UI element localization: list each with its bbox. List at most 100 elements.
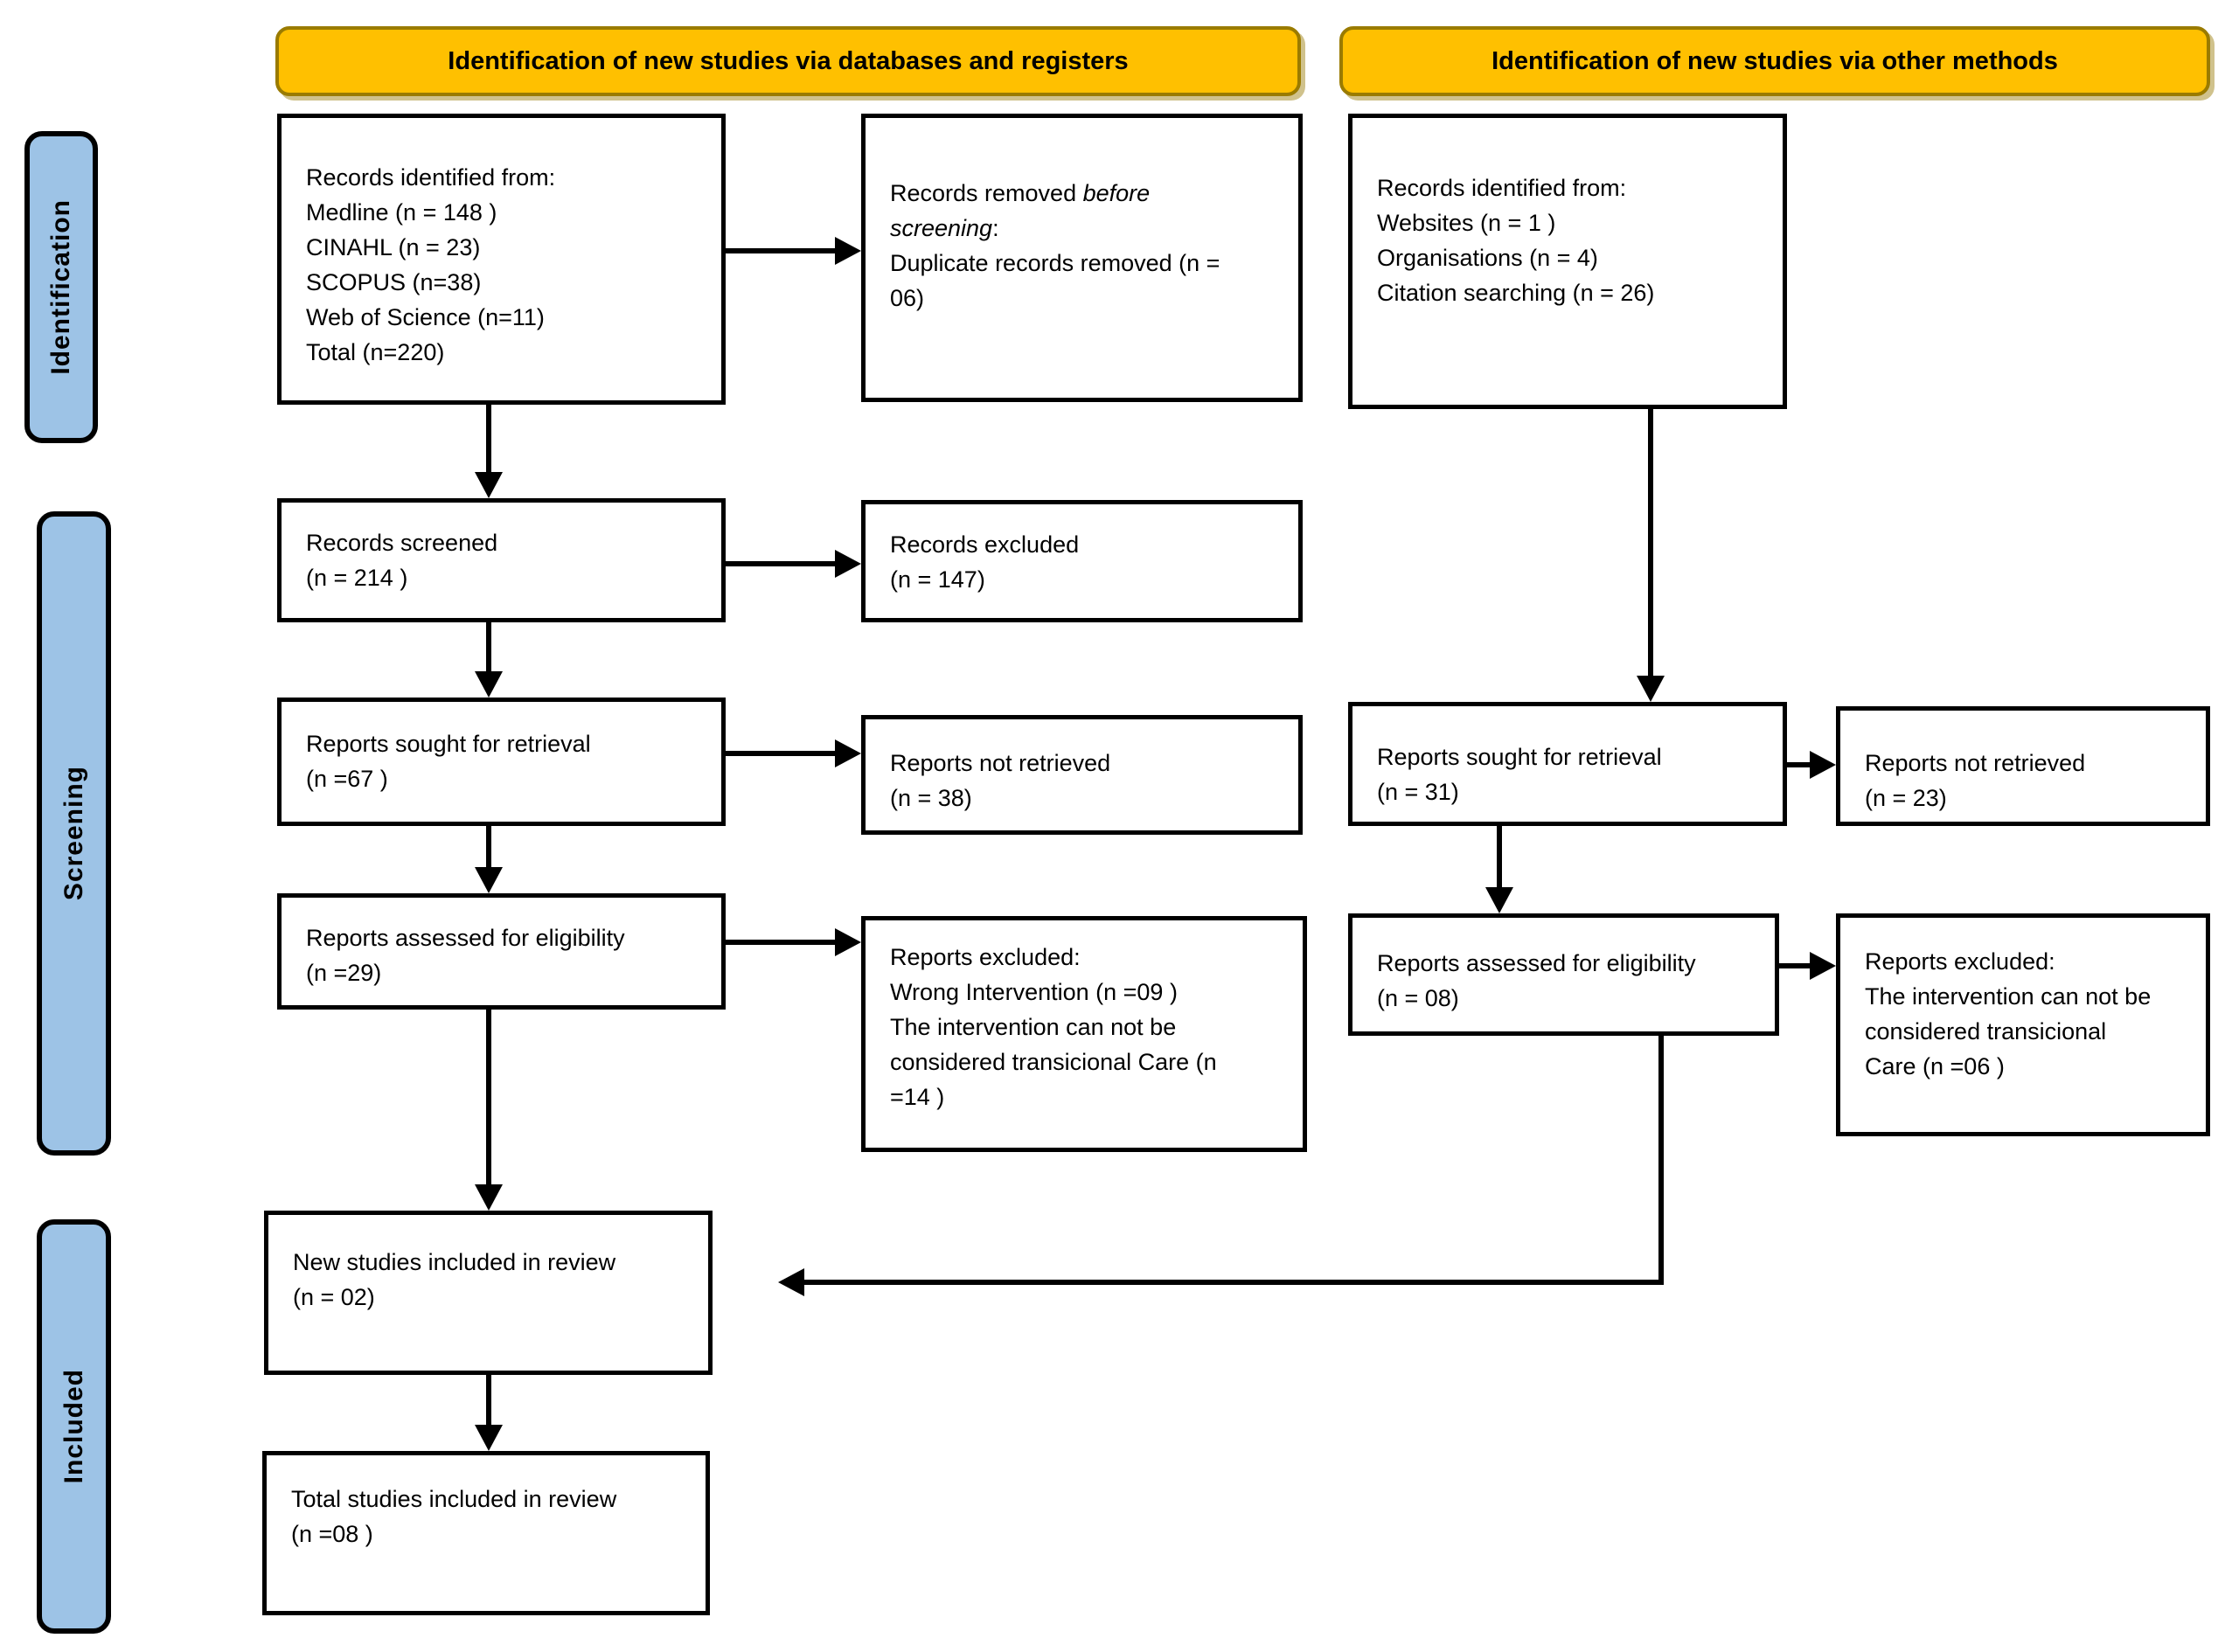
box-line: Duplicate records removed (n = — [890, 250, 1220, 276]
box-total-studies-included: Total studies included in review (n =08 … — [262, 1451, 710, 1615]
arrow-elbow-vertical — [1658, 1036, 1664, 1285]
arrowhead-down-icon — [475, 472, 503, 498]
box-line: considered transicional — [1865, 1018, 2107, 1045]
box-line: Web of Science (n=11) — [306, 304, 545, 330]
box-reports-not-retrieved-databases: Reports not retrieved (n = 38) — [861, 715, 1303, 835]
arrow-other-sought-to-assessed — [1497, 826, 1502, 892]
box-line: Total (n=220) — [306, 339, 445, 365]
arrow-sought-to-not-retrieved — [726, 751, 839, 756]
box-reports-sought-other: Reports sought for retrieval (n = 31) — [1348, 702, 1787, 826]
phase-identification: Identification — [24, 131, 98, 443]
box-line: Reports assessed for eligibility — [1377, 950, 1696, 976]
box-line: Organisations (n = 4) — [1377, 245, 1598, 271]
box-line: Reports excluded: — [890, 944, 1081, 970]
arrowhead-right-icon — [835, 928, 861, 956]
box-reports-excluded-other: Reports excluded: The intervention can n… — [1836, 913, 2210, 1136]
box-line: Reports sought for retrieval — [306, 731, 591, 757]
arrow-screened-to-sought — [486, 622, 491, 676]
box-line: (n = 147) — [890, 566, 985, 593]
box-line: New studies included in review — [293, 1249, 616, 1275]
box-reports-assessed-other: Reports assessed for eligibility (n = 08… — [1348, 913, 1779, 1036]
arrow-other-sought-to-not-retrieved — [1787, 762, 1814, 767]
arrowhead-left-icon — [778, 1268, 804, 1296]
box-new-studies-included: New studies included in review (n = 02) — [264, 1211, 713, 1375]
header-databases-registers-label: Identification of new studies via databa… — [448, 46, 1129, 75]
phase-included-label: Included — [59, 1369, 88, 1484]
box-line: Reports excluded: — [1865, 948, 2055, 975]
phase-included: Included — [37, 1219, 111, 1634]
box-line: Medline (n = 148 ) — [306, 199, 497, 226]
box-line-text: Records removed — [890, 180, 1083, 206]
box-records-screened: Records screened (n = 214 ) — [277, 498, 726, 622]
arrowhead-down-icon — [1485, 887, 1513, 913]
box-line: Records screened — [306, 530, 498, 556]
arrow-assessed-to-reports-excluded — [726, 940, 839, 945]
box-line: The intervention can not be — [1865, 983, 2152, 1010]
box-line: (n = 38) — [890, 785, 972, 811]
box-line: considered transicional Care (n — [890, 1049, 1217, 1075]
header-databases-registers: Identification of new studies via databa… — [275, 26, 1301, 96]
arrow-other-identified-to-sought — [1648, 409, 1653, 680]
arrowhead-right-icon — [835, 550, 861, 578]
arrow-assessed-to-new-studies — [486, 1010, 491, 1189]
arrowhead-right-icon — [1810, 952, 1836, 980]
arrowhead-down-icon — [475, 1184, 503, 1211]
box-line: Reports not retrieved — [1865, 750, 2086, 776]
box-line: SCOPUS (n=38) — [306, 269, 482, 295]
box-line: Records excluded — [890, 531, 1080, 558]
arrowhead-right-icon — [835, 739, 861, 767]
box-line: =14 ) — [890, 1084, 945, 1110]
box-line: Websites (n = 1 ) — [1377, 210, 1556, 236]
box-line: screening: — [890, 211, 1283, 246]
box-line: Total studies included in review — [291, 1486, 617, 1512]
box-records-removed-before-screening: Records removed before screening: Duplic… — [861, 114, 1303, 402]
box-line: Reports assessed for eligibility — [306, 925, 625, 951]
phase-identification-label: Identification — [46, 199, 75, 375]
arrow-identified-to-removed — [726, 248, 839, 253]
box-line: (n =67 ) — [306, 766, 388, 792]
box-records-excluded: Records excluded (n = 147) — [861, 500, 1303, 622]
box-records-identified-other: Records identified from: Websites (n = 1… — [1348, 114, 1787, 409]
box-line-italic: before — [1082, 180, 1151, 206]
box-line: (n = 23) — [1865, 785, 1947, 811]
arrow-screened-to-excluded — [726, 561, 839, 566]
box-line: (n = 02) — [293, 1284, 375, 1310]
box-line: Records removed before — [890, 176, 1283, 211]
header-other-methods: Identification of new studies via other … — [1339, 26, 2210, 96]
box-line-italic: screening — [890, 215, 993, 241]
header-other-methods-label: Identification of new studies via other … — [1491, 46, 2058, 75]
box-reports-not-retrieved-other: Reports not retrieved (n = 23) — [1836, 706, 2210, 826]
box-line: 06) — [890, 285, 925, 311]
box-line: Records identified from: — [306, 164, 556, 191]
box-line: Records identified from: — [1377, 175, 1627, 201]
arrow-new-to-total — [486, 1375, 491, 1429]
box-line: The intervention can not be — [890, 1014, 1177, 1040]
arrowhead-down-icon — [475, 671, 503, 698]
arrowhead-right-icon — [835, 237, 861, 265]
phase-screening: Screening — [37, 511, 111, 1156]
box-records-identified-databases: Records identified from: Medline (n = 14… — [277, 114, 726, 405]
box-line: Care (n =06 ) — [1865, 1053, 2005, 1079]
arrowhead-down-icon — [475, 1425, 503, 1451]
box-line: CINAHL (n = 23) — [306, 234, 481, 260]
box-line: Wrong Intervention (n =09 ) — [890, 979, 1178, 1005]
arrow-sought-to-assessed — [486, 826, 491, 871]
phase-screening-label: Screening — [59, 766, 88, 901]
box-line: (n = 31) — [1377, 779, 1459, 805]
box-line: Reports sought for retrieval — [1377, 744, 1662, 770]
arrow-other-assessed-to-excluded — [1779, 963, 1814, 968]
box-reports-excluded-databases: Reports excluded: Wrong Intervention (n … — [861, 916, 1307, 1152]
arrow-elbow-horizontal — [801, 1280, 1663, 1285]
box-reports-sought-databases: Reports sought for retrieval (n =67 ) — [277, 698, 726, 826]
box-line: Reports not retrieved — [890, 750, 1111, 776]
arrow-identified-to-screened — [486, 405, 491, 476]
arrowhead-down-icon — [475, 867, 503, 893]
box-line: Citation searching (n = 26) — [1377, 280, 1655, 306]
arrowhead-right-icon — [1810, 751, 1836, 779]
box-line: (n = 214 ) — [306, 565, 408, 591]
box-reports-assessed-databases: Reports assessed for eligibility (n =29) — [277, 893, 726, 1010]
box-line: (n =29) — [306, 960, 382, 986]
box-line-text: : — [992, 215, 999, 241]
box-line: (n =08 ) — [291, 1521, 373, 1547]
